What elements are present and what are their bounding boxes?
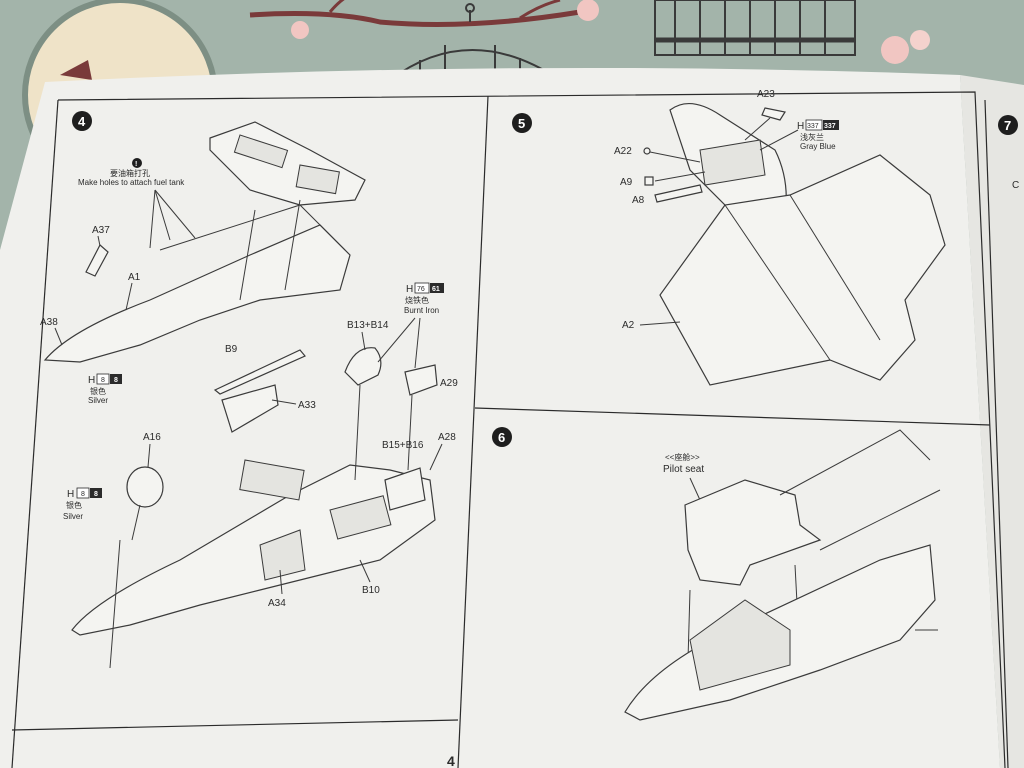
label-a37: A37 [92, 225, 110, 236]
svg-text:银色: 银色 [90, 386, 106, 396]
pilot-seat-en: Pilot seat [663, 464, 704, 475]
svg-text:Gray Blue: Gray Blue [800, 142, 836, 151]
label-b9: B9 [225, 344, 238, 355]
svg-text:8: 8 [94, 491, 98, 498]
step-4-left-fuselage [43, 224, 351, 363]
svg-text:H: H [67, 489, 74, 500]
paint-silver-2: H 8 8 银色 Silver [63, 487, 102, 521]
step-6-panel: 6 <<座舱>> Pilot seat [492, 427, 941, 721]
svg-text:8: 8 [101, 377, 105, 384]
step-4-note-icon [132, 158, 142, 168]
pilot-seat-cn: <<座舱>> [665, 452, 700, 462]
svg-text:Silver: Silver [88, 396, 108, 405]
part-a16 [126, 466, 164, 508]
pilot-seat-part [684, 479, 822, 586]
part-a9 [644, 176, 654, 186]
label-a28: A28 [438, 432, 456, 443]
part-a8 [654, 184, 703, 203]
part-a33 [221, 384, 279, 433]
label-a8: A8 [632, 195, 645, 206]
label-a16: A16 [143, 432, 161, 443]
step-7-panel: 7 C [998, 115, 1019, 191]
step-4-panel: 4 ! 要油箱打孔 Make holes to attach fuel tank… [40, 111, 458, 669]
label-a38: A38 [40, 317, 58, 328]
label-a23: A23 [757, 89, 775, 100]
part-a23 [761, 107, 786, 121]
label-a33: A33 [298, 400, 316, 411]
svg-text:61: 61 [432, 286, 440, 293]
label-a29: A29 [440, 378, 458, 389]
tablecloth-bird [60, 60, 92, 80]
step-4-note-icon-label: ! [135, 161, 137, 168]
svg-text:8: 8 [114, 377, 118, 384]
paint-gray-blue: H 337 337 浅灰兰 Gray Blue [759, 119, 839, 151]
step-7-number: 7 [1004, 118, 1011, 133]
label-a1: A1 [128, 272, 141, 283]
svg-text:8: 8 [81, 491, 85, 498]
label-a34: A34 [268, 598, 286, 609]
step-4-number: 4 [78, 114, 86, 129]
label-b10: B10 [362, 585, 380, 596]
panel-frames [11, 91, 1009, 768]
step-6-number: 6 [498, 430, 505, 445]
paint-silver-1: H 8 8 银色 Silver [88, 373, 122, 405]
label-b15-b16: B15+B16 [382, 440, 424, 451]
step-5-badge [512, 113, 532, 133]
part-a29 [404, 364, 438, 396]
step-7-partial-text: C [1012, 180, 1019, 191]
tablecloth-branch [249, 9, 581, 27]
step-7-badge [998, 115, 1018, 135]
label-a22: A22 [614, 146, 632, 157]
step-4-note-cn: 要油箱打孔 [110, 168, 150, 178]
tablecloth-birdcage-2 [654, 0, 856, 56]
part-b13-b14 [344, 347, 382, 386]
svg-text:银色: 银色 [66, 500, 82, 510]
label-b13-b14: B13+B14 [347, 320, 389, 331]
label-a9: A9 [620, 177, 633, 188]
svg-text:337: 337 [824, 123, 836, 130]
step-4-note-en: Make holes to attach fuel tank [78, 178, 185, 187]
label-a2: A2 [622, 320, 635, 331]
step-6-badge [492, 427, 512, 447]
part-a2 [659, 154, 946, 386]
svg-text:H: H [406, 284, 413, 295]
part-a22 [643, 147, 651, 155]
step-5-panel: 5 A23 A22 A9 A8 A2 H 337 337 浅灰兰 Gray Bl… [512, 89, 946, 386]
svg-text:烧铁色: 烧铁色 [405, 295, 429, 305]
svg-text:Silver: Silver [63, 512, 83, 521]
svg-text:浅灰兰: 浅灰兰 [800, 132, 824, 142]
part-b9 [213, 349, 306, 395]
paint-burnt-iron: H 76 61 烧铁色 Burnt Iron [377, 282, 444, 369]
svg-text:337: 337 [807, 123, 819, 130]
part-a37 [85, 244, 109, 277]
svg-text:Burnt Iron: Burnt Iron [404, 306, 439, 315]
page-number: 4 [447, 753, 455, 768]
step-5-number: 5 [518, 116, 525, 131]
part-a28 [384, 467, 426, 511]
svg-text:76: 76 [417, 286, 425, 293]
svg-text:H: H [797, 121, 804, 132]
step-4-badge [72, 111, 92, 131]
svg-text:H: H [88, 375, 95, 386]
